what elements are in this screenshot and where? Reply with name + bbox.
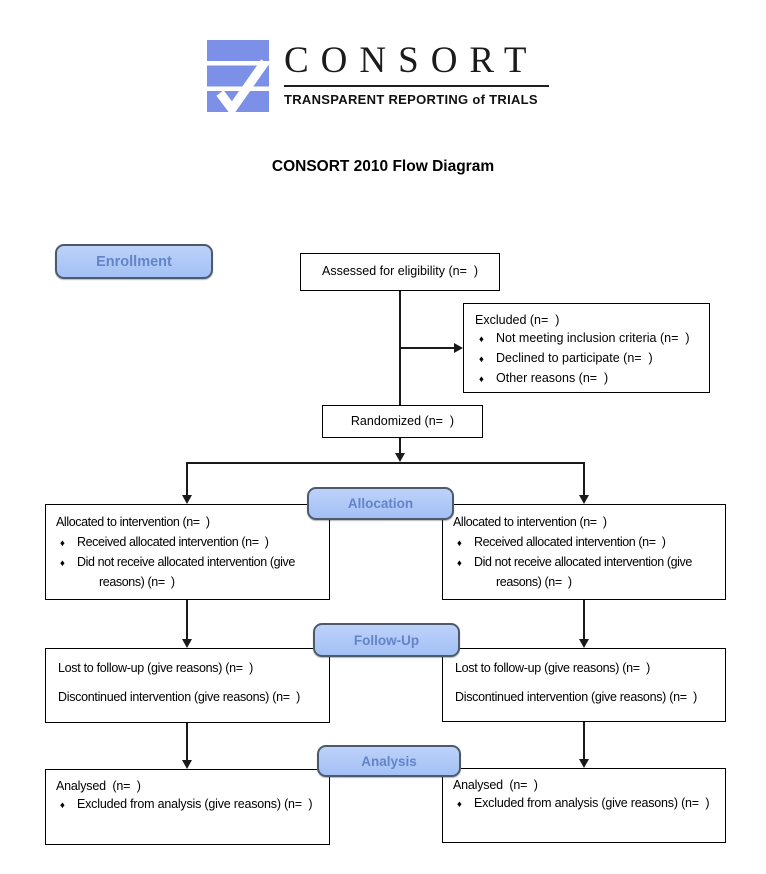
arrowhead-analysis-left-icon (181, 760, 192, 769)
box-excluded: Excluded (n= ) ♦ Not meeting inclusion c… (463, 303, 710, 393)
box-assessed-eligibility: Assessed for eligibility (n= ) (300, 253, 500, 291)
stage-badge-allocation-label: Allocation (347, 496, 414, 511)
box-analysis-right: Analysed (n= ) ♦ Excluded from analysis … (442, 768, 726, 843)
stage-badge-enrollment-label: Enrollment (96, 253, 172, 270)
diamond-bullet-icon: ♦ (60, 799, 65, 811)
analysis-left-bullet-item: ♦ Excluded from analysis (give reasons) … (56, 796, 323, 815)
arrowhead-alloc-right-icon (578, 495, 589, 504)
diamond-bullet-icon: ♦ (479, 354, 484, 365)
allocated-right-title: Allocated to intervention (n= ) (453, 515, 607, 529)
excluded-bullet-text: Other reasons (n= ) (496, 371, 609, 385)
flow-line-followup-to-analysis-left (186, 723, 188, 760)
diamond-bullet-icon: ♦ (457, 558, 462, 569)
analysis-right-bullet-item: ♦ Excluded from analysis (give reasons) … (453, 795, 719, 814)
diamond-bullet-icon: ♦ (60, 537, 65, 549)
flow-line-alloc-to-followup-left (186, 600, 188, 639)
box-analysis-left: Analysed (n= ) ♦ Excluded from analysis … (45, 769, 330, 845)
box-randomized: Randomized (n= ) (322, 405, 483, 438)
consort-wordmark: CONSORT (284, 40, 539, 81)
allocated-right-bullet-text: Did not receive allocated intervention (… (474, 555, 696, 589)
stage-badge-followup: Follow-Up (313, 623, 460, 657)
randomized-text: Randomized (n= ) (350, 413, 455, 428)
allocated-left-bullet-text: Did not receive allocated intervention (… (77, 555, 299, 589)
flow-line-followup-to-analysis-right (583, 722, 585, 759)
excluded-bullet-text: Declined to participate (n= ) (496, 351, 653, 365)
flow-line-branch-to-excluded (399, 347, 454, 349)
allocated-left-bullet-text: Received allocated intervention (n= ) (77, 534, 269, 549)
diamond-bullet-icon: ♦ (60, 558, 65, 569)
arrowhead-analysis-right-icon (578, 759, 589, 768)
arrowhead-excluded-icon (454, 343, 463, 353)
consort-logo-icon (207, 40, 269, 112)
excluded-title: Excluded (n= ) (475, 313, 560, 327)
diamond-bullet-icon: ♦ (479, 374, 484, 385)
analysis-right-bullet-text: Excluded from analysis (give reasons) (n… (474, 795, 710, 810)
stage-badge-analysis: Analysis (317, 745, 461, 777)
box-followup-left: Lost to follow-up (give reasons) (n= ) D… (45, 648, 330, 723)
consort-tagline: TRANSPARENT REPORTING of TRIALS (284, 92, 538, 107)
allocated-right-bullet-item: ♦ Received allocated intervention (n= ) (453, 533, 719, 554)
box-allocated-right: Allocated to intervention (n= ) ♦ Receiv… (442, 504, 726, 600)
excluded-bullet-item: ♦ Not meeting inclusion criteria (n= ) (475, 329, 701, 349)
arrowhead-split-icon (394, 453, 405, 462)
excluded-bullet-item: ♦ Declined to participate (n= ) (475, 349, 701, 369)
allocated-left-bullet-item: ♦ Received allocated intervention (n= ) (56, 533, 323, 554)
stage-badge-analysis-label: Analysis (361, 753, 417, 769)
flow-line-split-horizontal (186, 462, 584, 464)
excluded-bullet-text: Not meeting inclusion criteria (n= ) (496, 331, 690, 345)
diamond-bullet-icon: ♦ (479, 334, 484, 345)
flow-line-randomized-to-split (399, 438, 401, 454)
diamond-bullet-icon: ♦ (457, 798, 462, 810)
stage-badge-enrollment: Enrollment (55, 244, 213, 279)
flow-line-split-to-alloc-left (186, 462, 188, 495)
stage-badge-followup-label: Follow-Up (353, 632, 420, 648)
analysis-right-title: Analysed (n= ) (453, 778, 538, 792)
flow-line-split-to-alloc-right (583, 462, 585, 495)
allocated-right-bullet-item: ♦ Did not receive allocated intervention… (453, 553, 719, 592)
logo-divider-rule (284, 85, 549, 87)
assessed-text: Assessed for eligibility (n= ) (322, 264, 478, 279)
analysis-left-title: Analysed (n= ) (56, 779, 141, 793)
followup-left-line: Lost to follow-up (give reasons) (n= ) (58, 661, 253, 675)
excluded-bullet-item: ♦ Other reasons (n= ) (475, 369, 701, 389)
box-allocated-left: Allocated to intervention (n= ) ♦ Receiv… (45, 504, 330, 600)
arrowhead-followup-left-icon (181, 639, 192, 648)
box-followup-right: Lost to follow-up (give reasons) (n= ) D… (442, 648, 726, 722)
flow-line-alloc-to-followup-right (583, 600, 585, 639)
followup-left-line: Discontinued intervention (give reasons)… (58, 690, 300, 704)
allocated-right-bullet-text: Received allocated intervention (n= ) (474, 534, 666, 549)
followup-right-line: Lost to follow-up (give reasons) (n= ) (455, 661, 650, 675)
diamond-bullet-icon: ♦ (457, 537, 462, 549)
allocated-left-bullet-item: ♦ Did not receive allocated intervention… (56, 553, 323, 592)
followup-right-line: Discontinued intervention (give reasons)… (455, 690, 697, 704)
diagram-title: CONSORT 2010 Flow Diagram (271, 158, 495, 175)
stage-badge-allocation: Allocation (307, 487, 454, 520)
allocated-left-title: Allocated to intervention (n= ) (56, 515, 210, 529)
arrowhead-alloc-left-icon (181, 495, 192, 504)
analysis-left-bullet-text: Excluded from analysis (give reasons) (n… (77, 796, 313, 811)
arrowhead-followup-right-icon (578, 639, 589, 648)
